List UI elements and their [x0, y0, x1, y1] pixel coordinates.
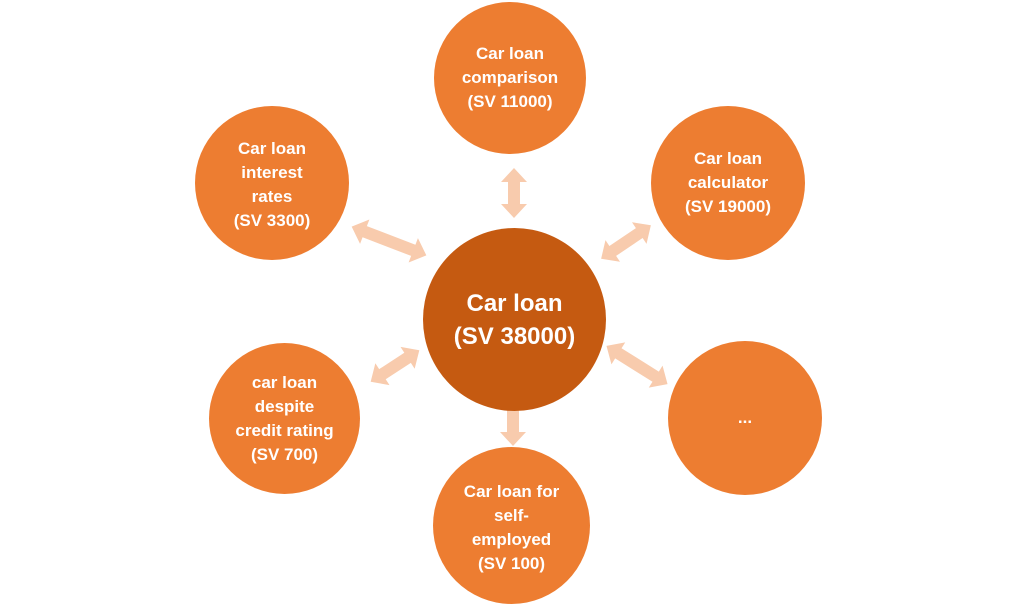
- center-label: Car loan (SV 38000): [453, 289, 576, 350]
- arrow-center-upper-left: [351, 219, 427, 263]
- arrow-center-upper-right: [601, 222, 651, 262]
- arrow-center-top: [501, 168, 527, 218]
- node-label: ...: [737, 408, 753, 427]
- node-label: car loan despite credit rating (SV 700): [235, 372, 334, 464]
- node-label: Car loan for self- employed (SV 100): [463, 481, 560, 573]
- node-car-loan-center: Car loan (SV 38000): [423, 228, 606, 411]
- node-label: Car loan comparison (SV 11000): [461, 44, 559, 111]
- node-car-loan-despite-credit-rating: car loan despite credit rating (SV 700): [209, 343, 360, 494]
- node-car-loan-comparison: Car loan comparison (SV 11000): [434, 2, 586, 154]
- node-car-loan-for-self-employed: Car loan for self- employed (SV 100): [433, 447, 590, 604]
- node-car-loan-interest-rates: Car loan interest rates (SV 3300): [195, 106, 349, 260]
- node-more-ellipsis: ...: [668, 341, 822, 495]
- node-car-loan-calculator: Car loan calculator (SV 19000): [651, 106, 805, 260]
- arrow-center-lower-right: [606, 342, 668, 388]
- node-label: Car loan interest rates (SV 3300): [233, 139, 311, 230]
- arrow-center-lower-left: [370, 346, 420, 386]
- node-label: Car loan calculator (SV 19000): [685, 149, 771, 216]
